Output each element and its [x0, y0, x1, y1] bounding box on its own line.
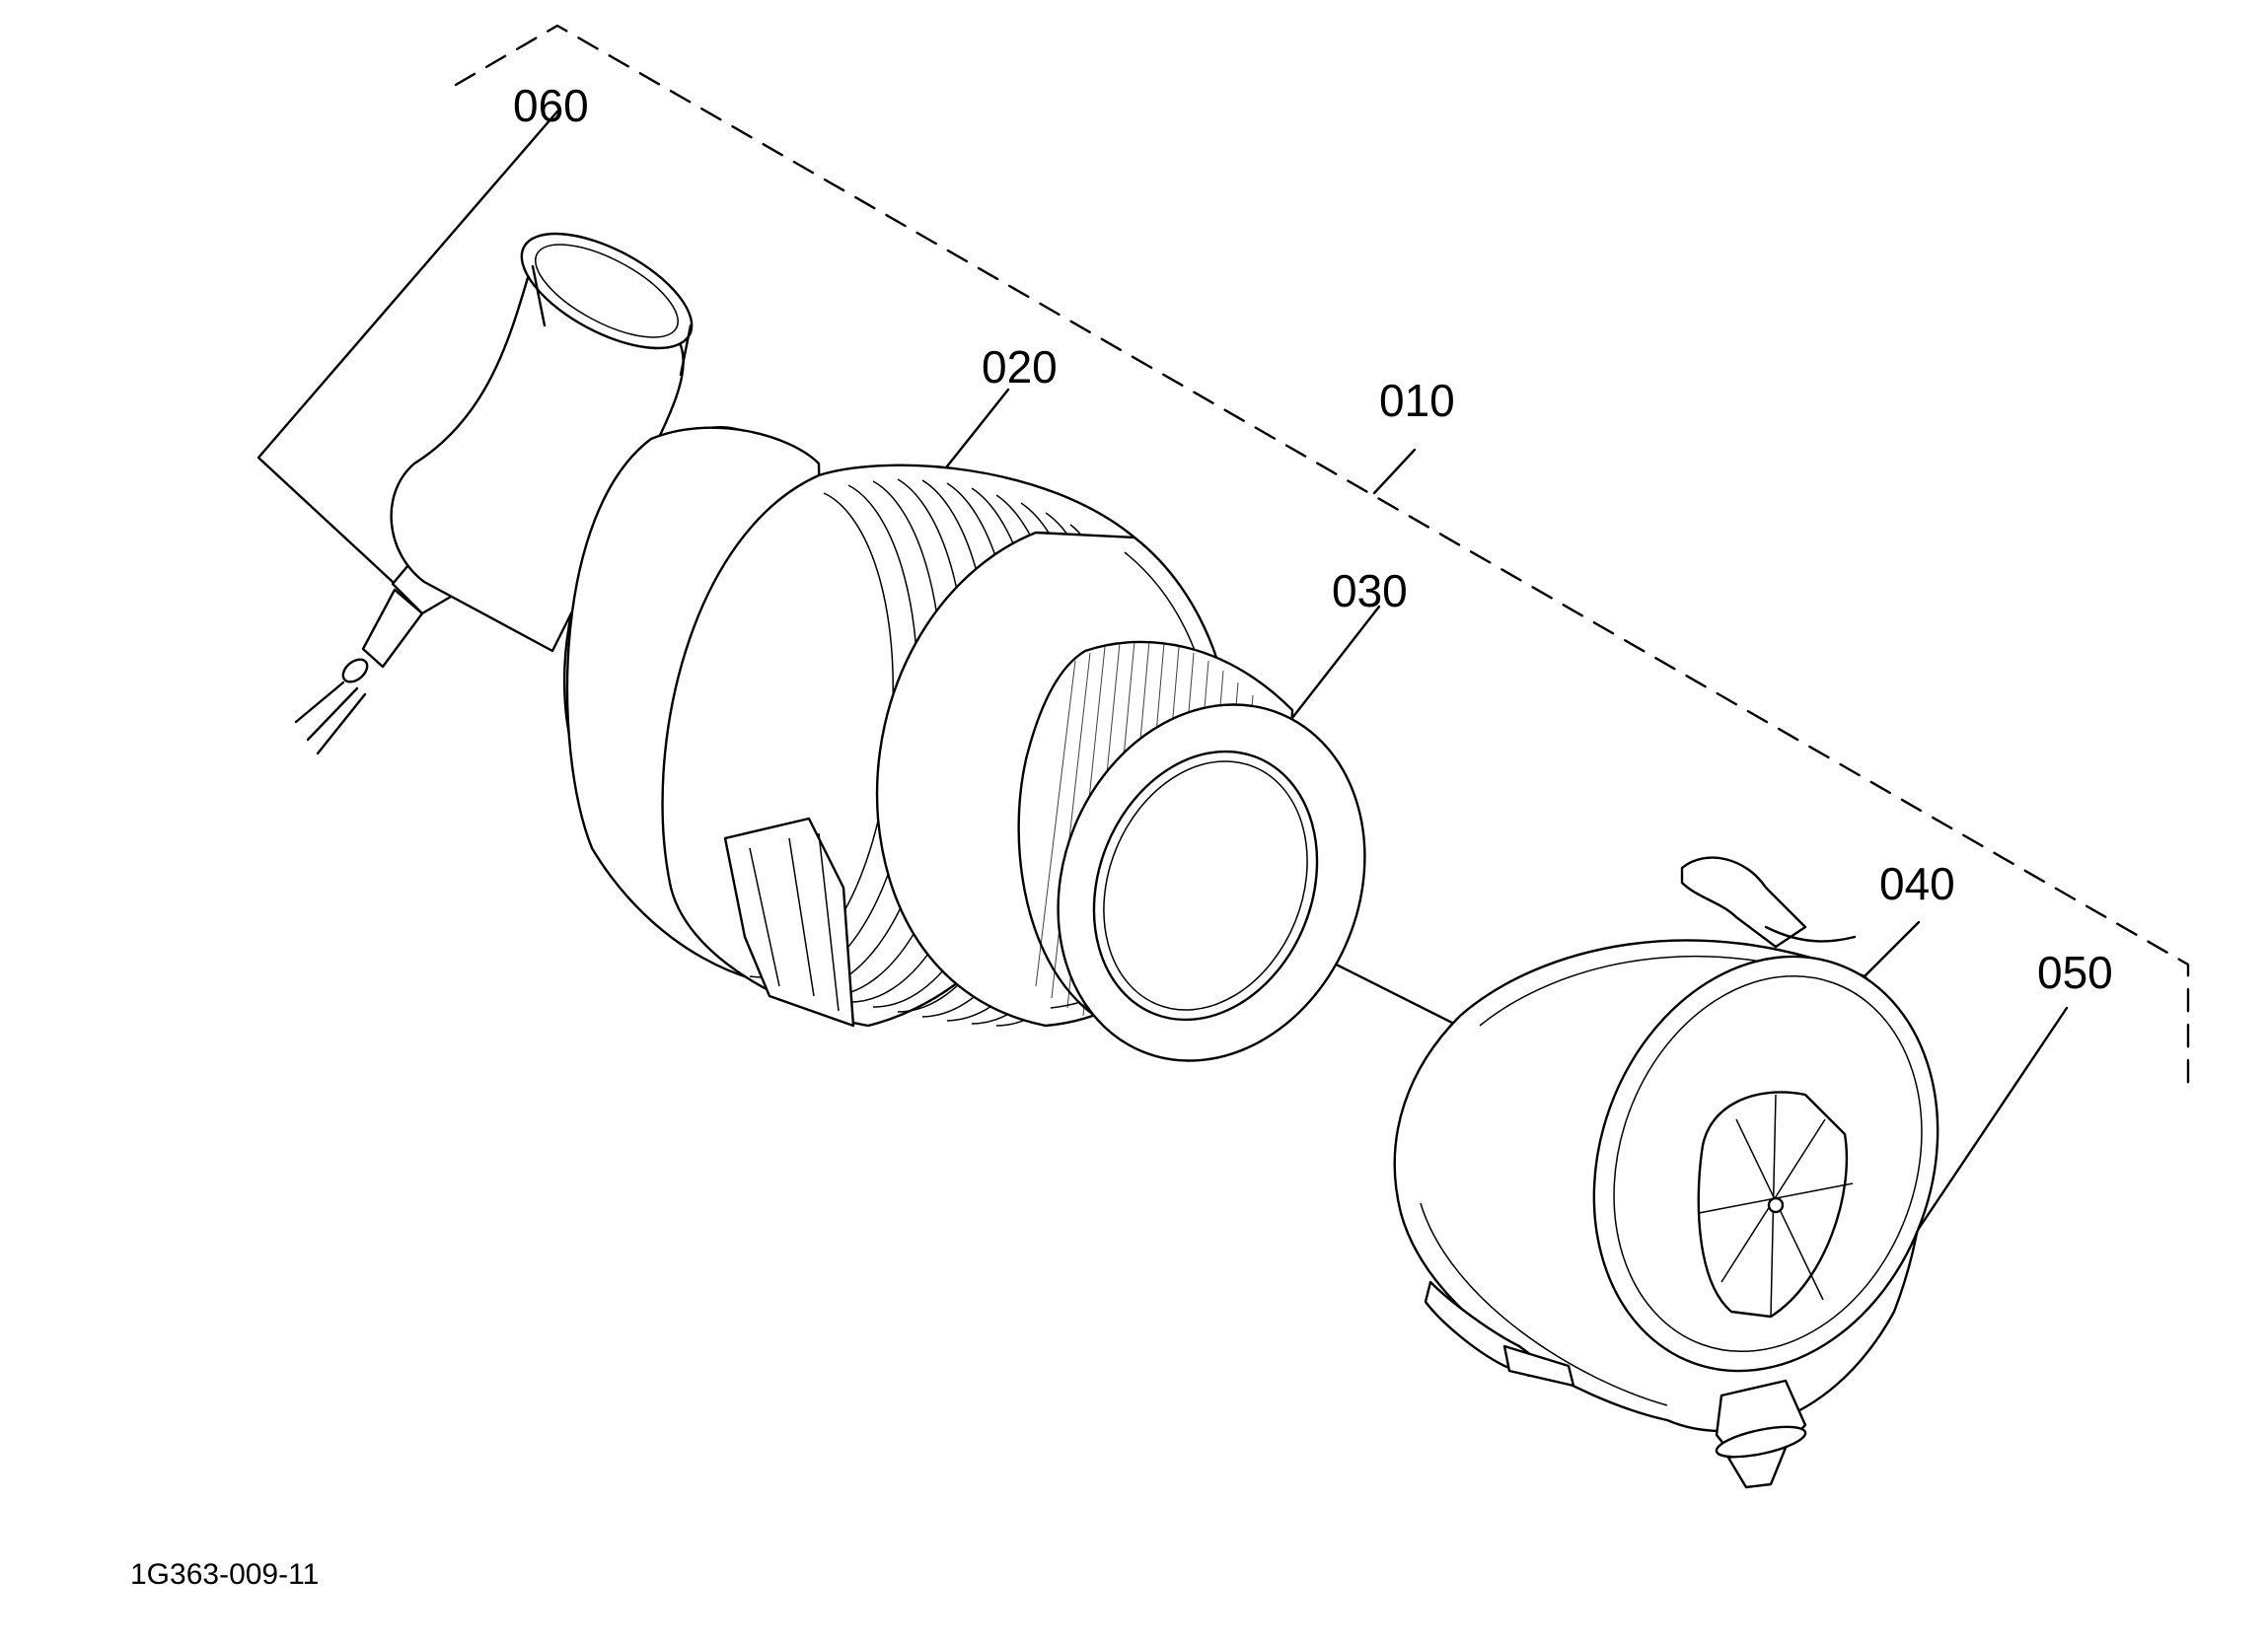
- callout-020: 020: [982, 341, 1058, 393]
- filter-element-030: [1017, 640, 1366, 1062]
- leader-010: [1372, 448, 1417, 495]
- cover-grille: [1697, 1091, 1854, 1319]
- assembly-boundary: [454, 24, 2190, 1087]
- callout-010: 010: [1379, 375, 1455, 426]
- callout-030: 030: [1332, 565, 1408, 616]
- callout-060: 060: [513, 80, 589, 131]
- callout-050: 050: [2037, 947, 2113, 998]
- leader-020: [933, 388, 1010, 483]
- leader-060: [256, 109, 559, 584]
- cover-040: [1393, 856, 1939, 1489]
- evacuator-valve-050: [1715, 1379, 1807, 1489]
- callout-040: 040: [1879, 858, 1955, 909]
- callout-labels: 060 020 010 030 040 050 1G363-009-11: [130, 80, 2113, 1591]
- drawing-code: 1G363-009-11: [130, 1558, 319, 1591]
